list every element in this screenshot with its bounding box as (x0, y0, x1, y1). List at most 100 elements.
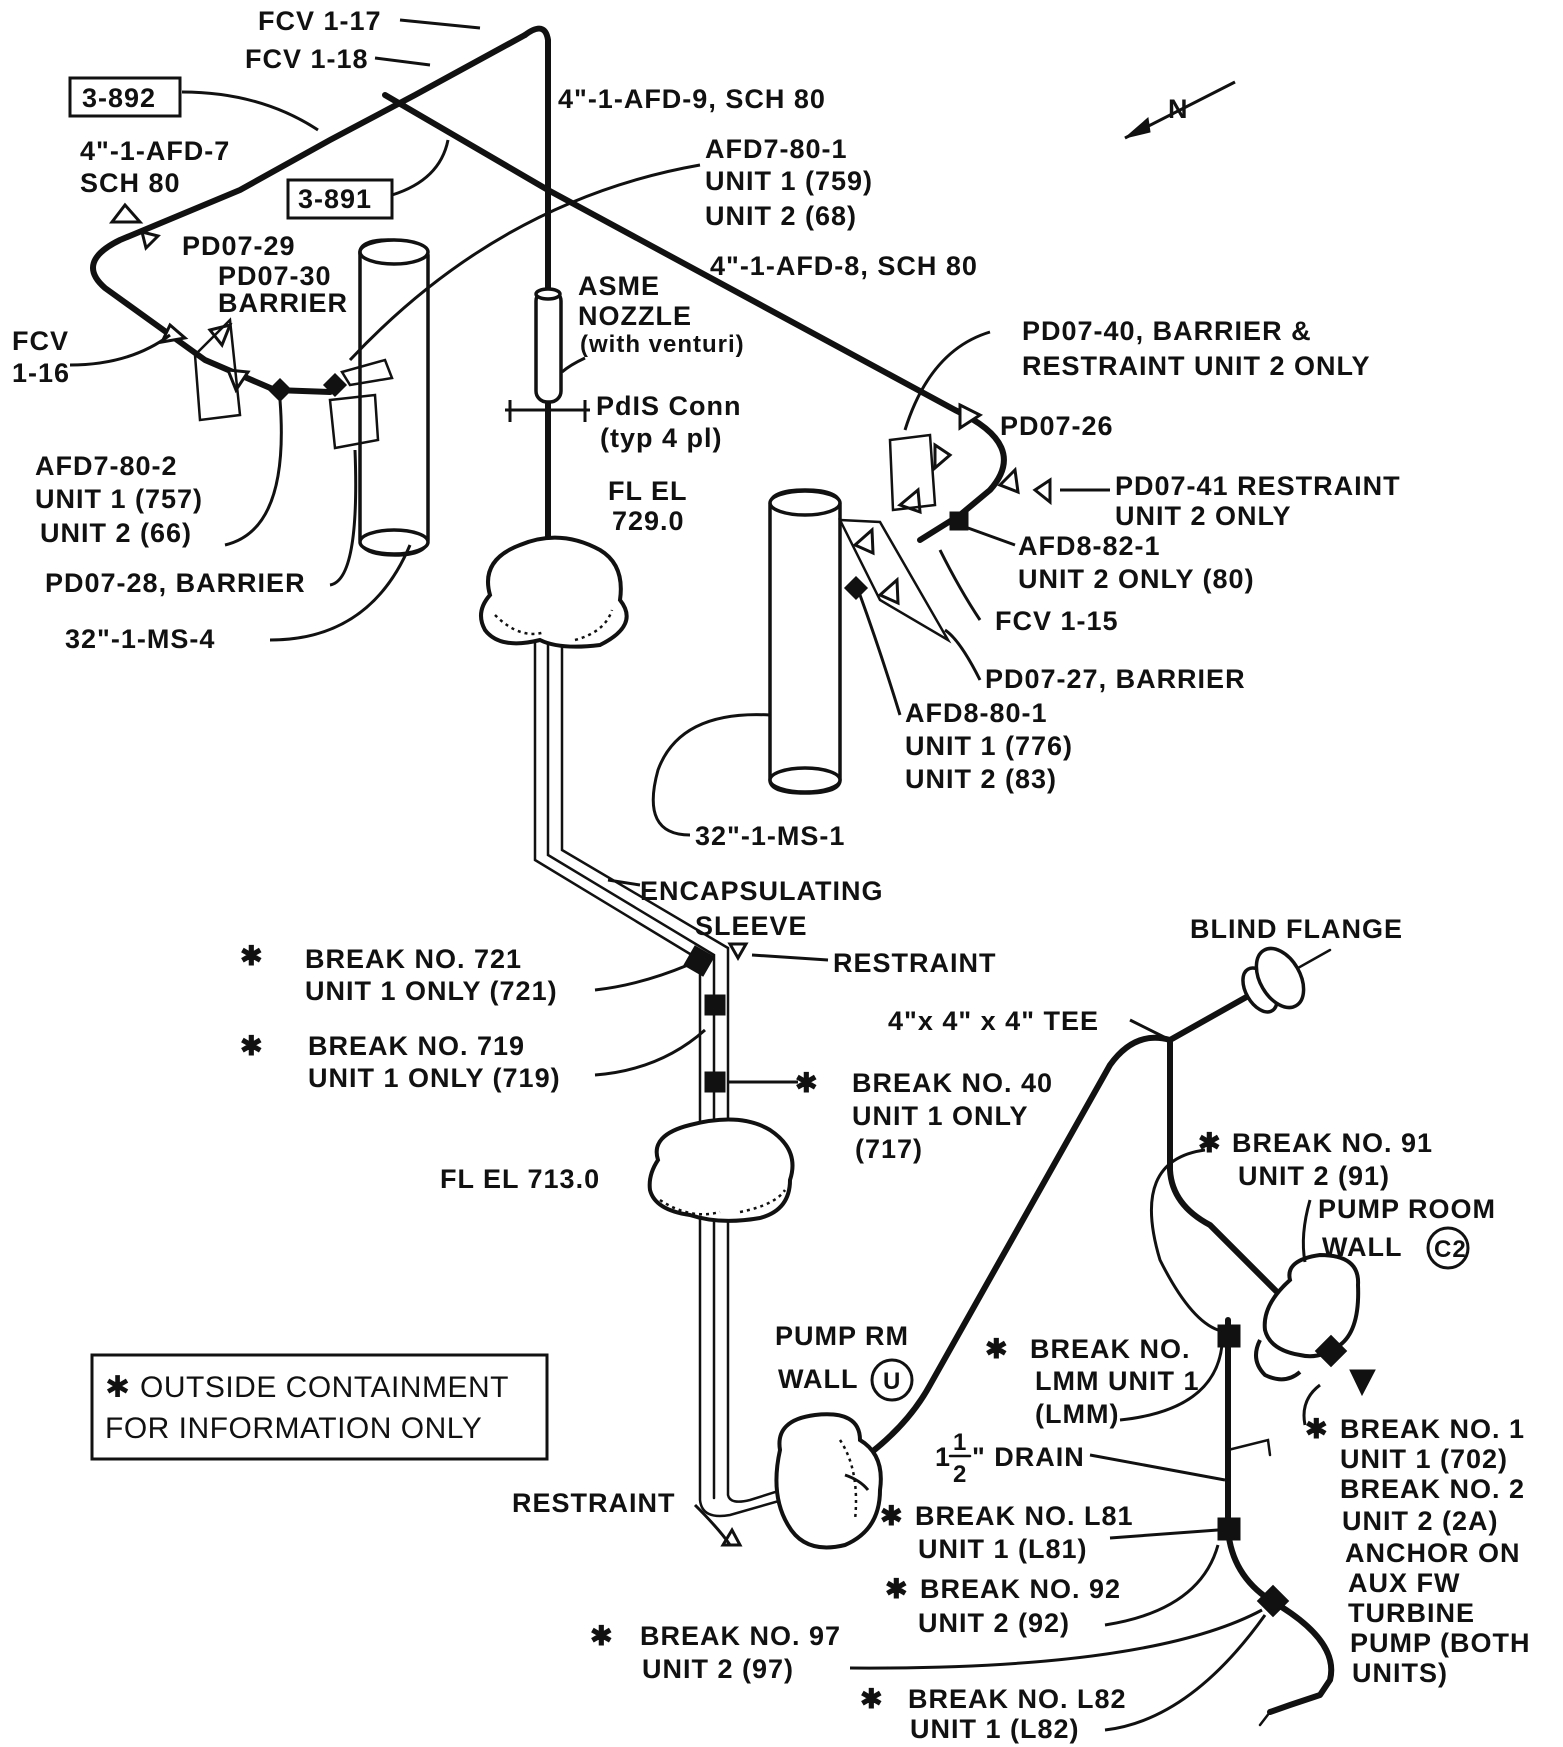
barrier-pd07-40 (888, 433, 937, 512)
label-drain-num: 1 (953, 1429, 967, 1456)
label-fl-el-713: FL EL 713.0 (440, 1164, 600, 1194)
label-break1-f: AUX FW (1348, 1568, 1460, 1598)
pump-room-wall-c2 (1262, 1252, 1361, 1359)
asterisk-icon: ✱ (795, 1068, 819, 1098)
pipe-afd-7 (90, 32, 528, 395)
filled-square-break-icon (683, 945, 715, 977)
pipe-afd-8 (382, 92, 1007, 543)
label-break40-b: UNIT 1 ONLY (852, 1101, 1029, 1131)
label-break1-b: UNIT 1 (702) (1340, 1444, 1508, 1474)
pdis-connections (505, 400, 590, 422)
filled-square-break-icon (949, 511, 969, 531)
pump-rm-wall-u (774, 1412, 883, 1550)
label-break-lmm-c: (LMM) (1035, 1399, 1119, 1429)
label-afd8-80-1-c: UNIT 2 (83) (905, 764, 1057, 794)
label-afd7-80-1-c: UNIT 2 (68) (705, 201, 857, 231)
filled-square-break-icon (704, 1071, 726, 1093)
label-break719-b: UNIT 1 ONLY (719) (308, 1063, 561, 1093)
label-pd07-29: PD07-29 (182, 231, 296, 261)
label-break92-b: UNIT 2 (92) (918, 1608, 1070, 1638)
label-pd07-30-b: BARRIER (218, 288, 348, 318)
label-break1-g: TURBINE (1348, 1598, 1475, 1628)
label-afd7-80-2-c: UNIT 2 (66) (40, 518, 192, 548)
wall-c2-marker (1426, 1226, 1470, 1270)
label-break721-b: UNIT 1 ONLY (721) (305, 976, 558, 1006)
sleeve-inner (546, 598, 716, 1500)
box-3-892-label: 3-892 (82, 83, 156, 113)
asterisk-icon: ✱ (860, 1684, 884, 1714)
label-afd7-80-2-a: AFD7-80-2 (35, 451, 178, 481)
label-break97-b: UNIT 2 (97) (642, 1654, 794, 1684)
label-breakL82-b: UNIT 1 (L82) (910, 1714, 1080, 1744)
label-pd07-40-a: PD07-40, BARRIER & (1022, 316, 1312, 346)
label-breakL82-a: BREAK NO. L82 (908, 1684, 1127, 1714)
label-note-b: FOR INFORMATION ONLY (105, 1412, 482, 1445)
label-note-a: OUTSIDE CONTAINMENT (140, 1371, 509, 1404)
reference-boxes: 3-892 3-891 (68, 76, 394, 220)
pump-room-wall-c2-lower (1254, 1339, 1302, 1382)
label-break1-e: ANCHOR ON (1345, 1538, 1521, 1568)
wall-u-marker (870, 1358, 914, 1402)
asterisk-icon: ✱ (240, 1031, 264, 1061)
break-points (267, 372, 1348, 1618)
label-afd8-80-1-b: UNIT 1 (776) (905, 731, 1073, 761)
label-fcv-1-18: FCV 1-18 (245, 44, 369, 74)
filled-square-break-icon (1217, 1324, 1241, 1348)
label-afd7-line1: 4"-1-AFD-7 (80, 136, 230, 166)
asterisk-icon: ✱ (105, 1371, 131, 1404)
leader-lines (69, 18, 1321, 1732)
blind-flange-assembly (1241, 946, 1332, 1014)
label-break91-a: BREAK NO. 91 (1232, 1128, 1433, 1158)
filled-square-break-icon (1314, 1334, 1348, 1368)
outside-containment-note (90, 1353, 549, 1461)
ms-4-pipe-top (358, 238, 430, 266)
box-3-892 (68, 76, 182, 118)
label-pump-room-wall-b: WALL (1322, 1232, 1402, 1262)
filled-square-break-icon (1256, 1584, 1290, 1618)
label-breakL81-a: BREAK NO. L81 (915, 1501, 1134, 1531)
label-pump-rm-wall-b: WALL (778, 1364, 858, 1394)
triangle-restraint-icon (727, 942, 749, 962)
asterisk-icon: ✱ (880, 1501, 904, 1531)
barrier-pd07-30 (340, 358, 394, 387)
triangle-restraint-icon (877, 576, 900, 606)
north-arrow-icon: N (1124, 80, 1236, 140)
label-break97-a: BREAK NO. 97 (640, 1621, 841, 1651)
label-fcv-1-15: FCV 1-15 (995, 606, 1119, 636)
asterisk-icon: ✱ (885, 1574, 909, 1604)
label-break1-d: UNIT 2 (2A) (1342, 1506, 1499, 1536)
filled-square-break-icon (267, 377, 293, 403)
label-break92-a: BREAK NO. 92 (920, 1574, 1121, 1604)
label-break-lmm-a: BREAK NO. (1030, 1334, 1191, 1364)
label-pd07-27: PD07-27, BARRIER (985, 664, 1246, 694)
asterisk-icon: ✱ (985, 1334, 1009, 1364)
label-fcv-1-16-b: 1-16 (12, 358, 70, 388)
filled-square-break-icon (322, 372, 348, 398)
asterisk-icon: ✱ (1198, 1128, 1222, 1158)
barrier-pd07-27 (837, 518, 952, 644)
anchor-triangle-icon (1349, 1369, 1376, 1397)
triangle-restraint-icon (207, 322, 233, 348)
asterisk-icon: ✱ (240, 941, 264, 971)
floor-and-wall-sections (479, 535, 1361, 1550)
label-drain-den: 2 (953, 1461, 967, 1488)
label-break1-i: UNITS) (1352, 1658, 1448, 1688)
label-ms4: 32"-1-MS-4 (65, 624, 215, 654)
floor-el-713 (647, 1117, 795, 1223)
triangle-restraint-icon (997, 466, 1020, 495)
label-break91-b: UNIT 2 (91) (1238, 1161, 1390, 1191)
label-break721-a: BREAK NO. 721 (305, 944, 522, 974)
label-afd8-82-1-b: UNIT 2 ONLY (80) (1018, 564, 1255, 594)
triangle-restraint-icon (139, 229, 161, 251)
asme-nozzle-top (534, 287, 562, 301)
triangle-restraint-icon (225, 368, 251, 394)
pipe-afd-9 (522, 25, 551, 293)
label-afd7-80-1-b: UNIT 1 (759) (705, 166, 873, 196)
ms-4-pipe (358, 238, 430, 557)
triangle-restraint-icon (852, 526, 875, 556)
label-break-lmm-b: LMM UNIT 1 (1035, 1366, 1200, 1396)
label-wall-u: U (883, 1368, 901, 1395)
label-pump-room-wall-a: PUMP ROOM (1318, 1194, 1496, 1224)
label-afd9: 4"-1-AFD-9, SCH 80 (558, 84, 826, 114)
